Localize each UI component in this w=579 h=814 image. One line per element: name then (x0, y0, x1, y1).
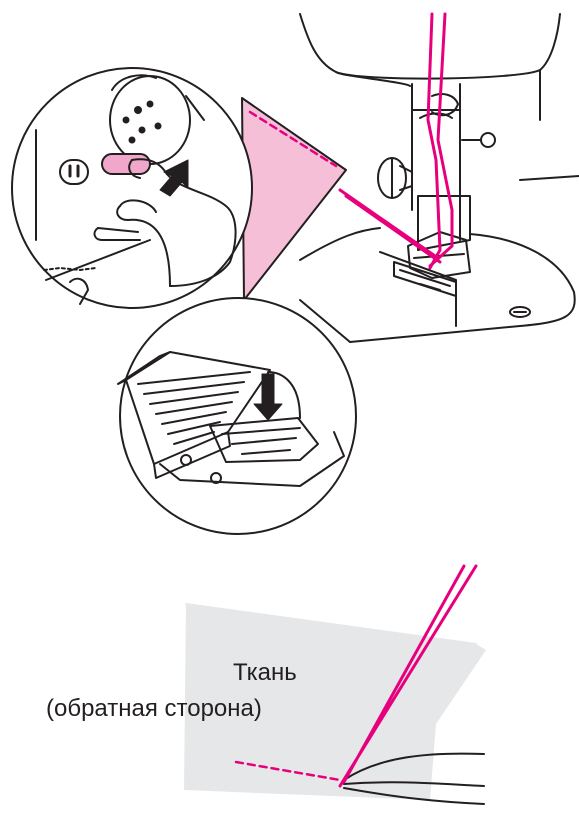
fabric-under-presser-foot (242, 98, 346, 300)
fabric-detail (184, 566, 486, 804)
fabric-label-subtitle: (обратная сторона) (46, 697, 262, 721)
reverse-stitch-button (102, 154, 150, 174)
reverse-button-zoom-circle (12, 68, 252, 308)
upper-thread-top (340, 14, 452, 268)
foot-pedal-zoom-circle (118, 298, 356, 534)
fabric-label-title: Ткань (233, 661, 297, 685)
